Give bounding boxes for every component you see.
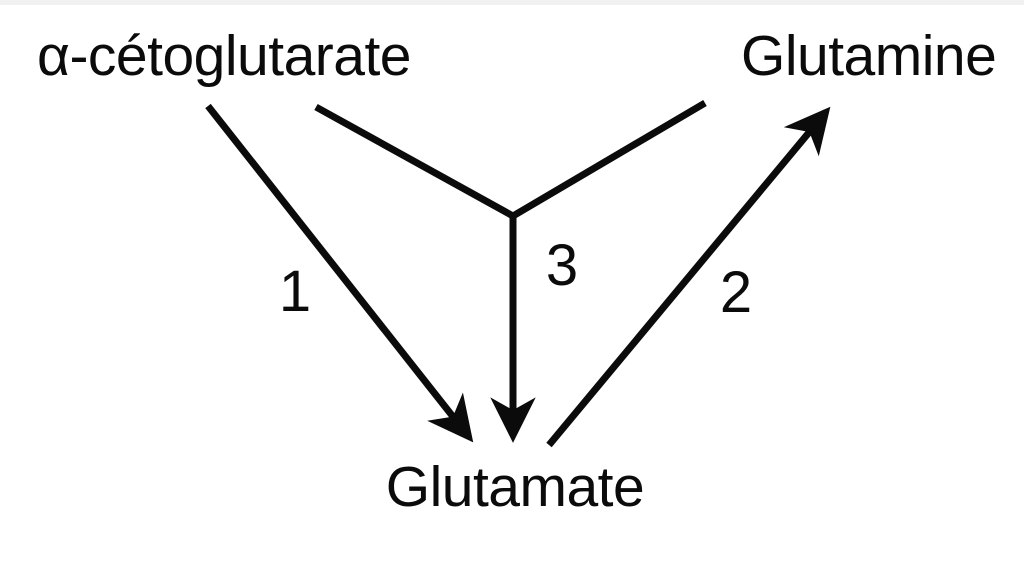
- node-alpha-cetoglutarate: α-cétoglutarate: [37, 24, 412, 88]
- node-glutamine: Glutamine: [741, 24, 997, 88]
- edge-label-1: 1: [278, 259, 312, 324]
- edge-label-2: 2: [719, 260, 753, 325]
- top-edge-band: [0, 0, 1024, 5]
- arrow-1-line: [205, 103, 474, 443]
- edge-label-3: 3: [545, 233, 579, 298]
- node-glutamate: Glutamate: [385, 455, 645, 519]
- arrow-3-merge-lines: [314, 99, 707, 221]
- arrow-2-line: [546, 106, 831, 448]
